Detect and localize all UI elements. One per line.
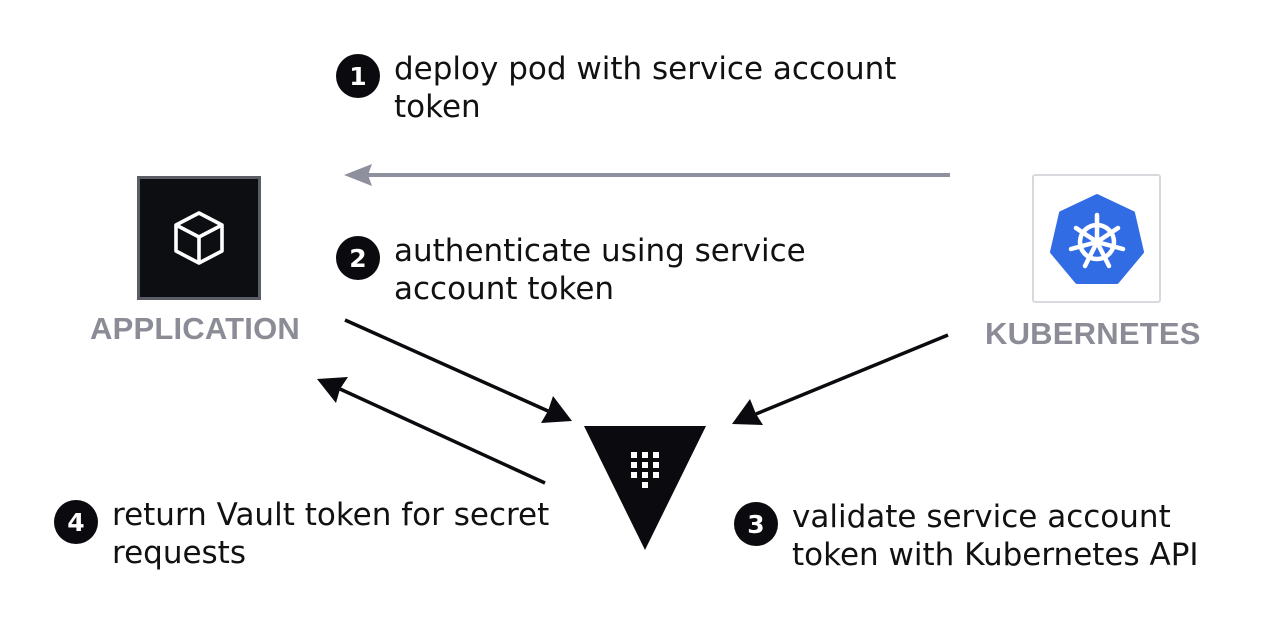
step-description: authenticate using service account token bbox=[394, 233, 806, 307]
kubernetes-helm-icon bbox=[1049, 193, 1144, 284]
cube-icon bbox=[174, 211, 224, 265]
application-node bbox=[137, 176, 261, 300]
step-4-return-vault-token: 4 return Vault token for secret requests bbox=[54, 496, 574, 572]
step-description: deploy pod with service account token bbox=[394, 51, 897, 125]
step-description: return Vault token for secret requests bbox=[112, 497, 550, 571]
arrow-application-to-vault bbox=[344, 318, 572, 423]
step-2-authenticate: 2 authenticate using service account tok… bbox=[336, 232, 856, 308]
step-description: validate service account token with Kube… bbox=[792, 499, 1199, 573]
step-3-validate-token: 3 validate service account token with Ku… bbox=[734, 498, 1274, 574]
step-number-badge: 2 bbox=[336, 236, 380, 280]
vault-logo-icon bbox=[584, 426, 706, 550]
arrow-kubernetes-to-application bbox=[344, 164, 950, 186]
step-number-badge: 4 bbox=[54, 500, 98, 544]
kubernetes-node bbox=[1032, 174, 1161, 303]
vault-grid-icon bbox=[631, 452, 659, 488]
step-1-deploy-pod: 1 deploy pod with service account token bbox=[336, 50, 936, 126]
arrow-kubernetes-to-vault bbox=[732, 333, 949, 425]
step-number-badge: 1 bbox=[336, 54, 380, 98]
application-label: APPLICATION bbox=[90, 311, 301, 346]
arrow-vault-to-application bbox=[317, 377, 546, 485]
step-number-badge: 3 bbox=[734, 502, 778, 546]
kubernetes-label: KUBERNETES bbox=[985, 316, 1201, 351]
